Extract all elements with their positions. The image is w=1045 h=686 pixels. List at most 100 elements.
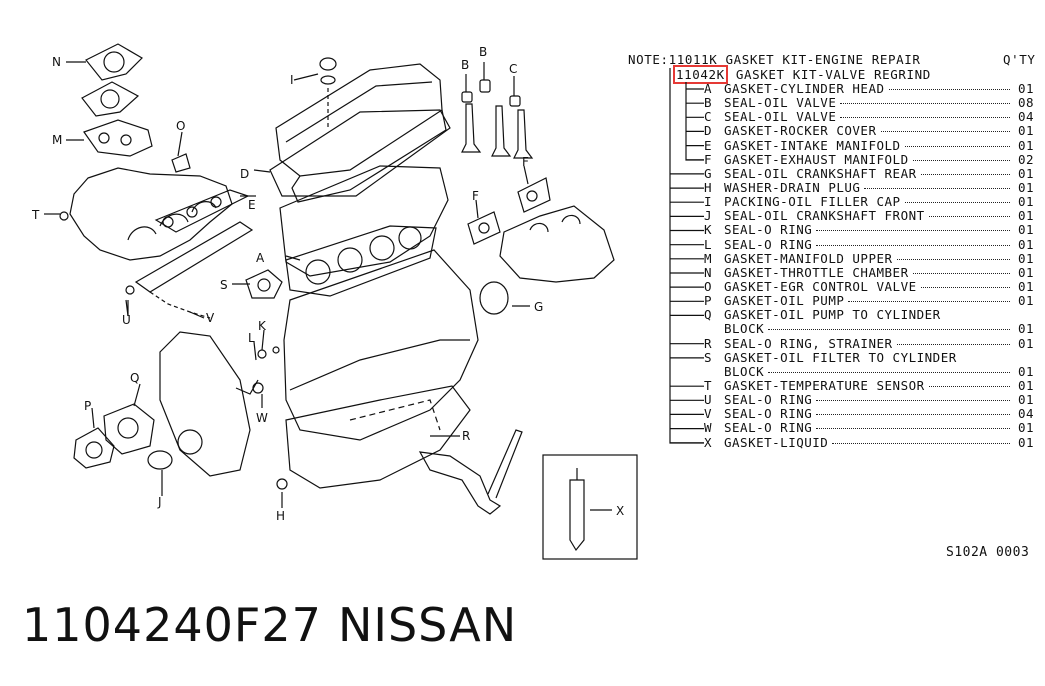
callout-d: D <box>240 167 249 181</box>
callout-a: A <box>256 251 265 265</box>
callout-o: O <box>176 119 185 133</box>
leader-dots <box>864 187 1010 189</box>
part-letter: B <box>704 95 713 111</box>
oil-strainer <box>418 451 502 515</box>
part-description: GASKET-ROCKER COVER <box>724 123 877 139</box>
callout-q: Q <box>130 371 139 385</box>
part-letter: I <box>704 194 713 210</box>
part-description: SEAL-O RING <box>724 392 813 408</box>
callout-w: W <box>256 411 268 425</box>
timing-cover <box>159 331 251 477</box>
part-qty: 01 <box>1017 392 1034 408</box>
rear-crank-seal <box>479 281 509 315</box>
part-description: GASKET-TEMPERATURE SENSOR <box>724 377 925 393</box>
engine-exploded-diagram: N M O T E D I B B C F F G A S K L W U V … <box>31 43 638 560</box>
part-qty: 01 <box>1017 363 1034 379</box>
leader-dots <box>832 442 1010 444</box>
manifold-upper-gasket <box>83 119 153 157</box>
part-description: WASHER-DRAIN PLUG <box>724 179 861 195</box>
cylinder-head-gasket <box>285 225 437 297</box>
engine-kit-label: 11011K GASKET KIT-ENGINE REPAIR <box>668 52 921 67</box>
callout-h: H <box>276 509 285 523</box>
part-description: SEAL-OIL VALVE <box>724 95 837 111</box>
part-letter: J <box>704 208 713 224</box>
leader-dots <box>913 159 1010 161</box>
callout-n: N <box>52 55 61 69</box>
leader-dots <box>816 428 1010 430</box>
valve-1 <box>461 103 482 153</box>
exhaust-gasket-2 <box>517 177 551 213</box>
oil-pump-gasket <box>73 427 115 469</box>
part-description: SEAL-OIL CRANKSHAFT REAR <box>724 165 917 181</box>
rocker-cover-gasket <box>269 109 451 197</box>
leader-dots <box>921 173 1010 175</box>
oil-filter-gasket <box>245 269 283 299</box>
note-prefix: NOTE: <box>628 52 669 67</box>
valve-2 <box>491 105 512 157</box>
note-header: NOTE:11011K GASKET KIT-ENGINE REPAIR <box>628 52 921 67</box>
leader-dots <box>897 343 1010 345</box>
leader-dots <box>768 371 1010 373</box>
part-number: 1104240F27 <box>22 598 322 652</box>
part-qty: 04 <box>1017 406 1034 422</box>
callout-e: E <box>248 198 256 212</box>
fuel-rail <box>134 221 254 293</box>
part-qty: 01 <box>1017 377 1034 393</box>
part-description: BLOCK <box>724 321 765 337</box>
part-qty: 01 <box>1017 434 1034 450</box>
leader-dots <box>921 286 1010 288</box>
part-description: GASKET-LIQUID <box>724 434 829 450</box>
part-description: BLOCK <box>724 363 765 379</box>
part-description: GASKET-THROTTLE CHAMBER <box>724 264 909 280</box>
part-description: SEAL-O RING, STRAINER <box>724 335 893 351</box>
callout-x: X <box>616 504 624 518</box>
part-description: GASKET-EGR CONTROL VALVE <box>724 278 917 294</box>
callout-f1: F <box>472 189 479 203</box>
part-qty: 04 <box>1017 109 1034 125</box>
callout-u: U <box>122 313 131 327</box>
part-qty: 01 <box>1017 194 1034 210</box>
part-letter: T <box>704 377 713 393</box>
part-qty: 01 <box>1017 222 1034 238</box>
callout-g: G <box>534 300 543 314</box>
part-letter: D <box>704 123 713 139</box>
throttle-chamber-gasket <box>85 43 143 81</box>
part-qty: 01 <box>1017 236 1034 252</box>
part-qty: 02 <box>1017 151 1034 167</box>
liquid-gasket-inset <box>542 454 638 560</box>
leader-dots <box>816 230 1010 232</box>
leader-dots <box>897 258 1010 260</box>
cylinder-head <box>279 165 449 277</box>
part-qty: 01 <box>1017 278 1034 294</box>
part-qty: 01 <box>1017 420 1034 436</box>
oil-pump <box>103 403 155 455</box>
part-qty: 01 <box>1017 165 1034 181</box>
leader-dots <box>929 385 1010 387</box>
parts-list-row: T GASKET-TEMPERATURE SENSOR 01 <box>668 377 1040 393</box>
part-qty: 01 <box>1017 321 1034 337</box>
leader-dots <box>913 272 1010 274</box>
part-letter: Q <box>704 307 713 323</box>
valve-3 <box>513 109 534 159</box>
part-letter: V <box>704 406 713 422</box>
front-crank-seal <box>147 450 173 470</box>
callout-j: J <box>157 495 162 509</box>
valve-kit-header: 11042K GASKET KIT-VALVE REGRIND <box>673 65 931 84</box>
part-letter: K <box>704 222 713 238</box>
callout-c: C <box>509 62 517 76</box>
part-letter: E <box>704 137 713 153</box>
oil-pan <box>285 385 471 489</box>
part-description: GASKET-EXHAUST MANIFOLD <box>724 151 909 167</box>
part-description: GASKET-CYLINDER HEAD <box>724 81 885 96</box>
